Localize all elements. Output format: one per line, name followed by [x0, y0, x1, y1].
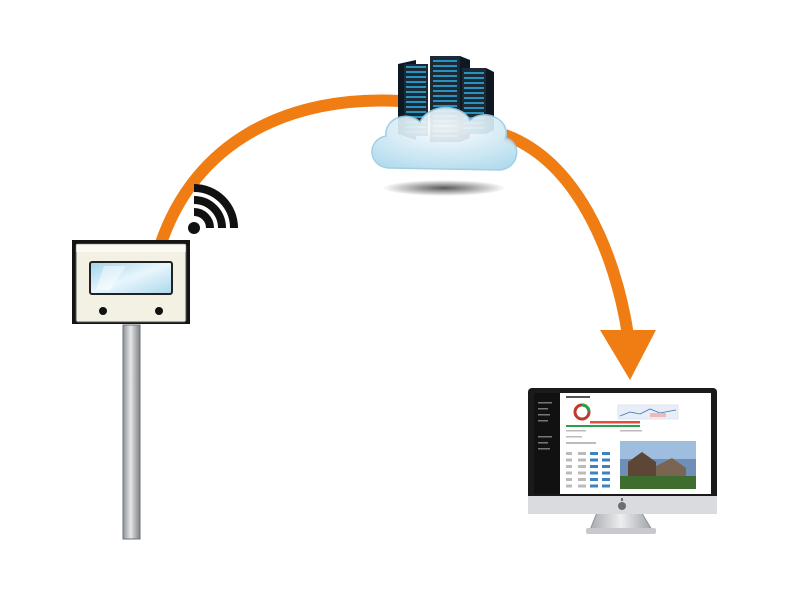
arrow-sensor-to-server — [154, 94, 401, 248]
wifi-signal-icon — [188, 184, 238, 234]
sensor-display — [89, 261, 173, 295]
cloud-shape — [371, 106, 518, 171]
dashboard-table — [566, 452, 610, 488]
cloud-shadow — [382, 180, 506, 196]
sensor-button-left — [99, 307, 107, 315]
cloud-server-icon — [371, 56, 518, 196]
sensor-device-icon — [72, 240, 190, 324]
desktop-monitor-icon — [528, 388, 717, 534]
sensor-pole — [122, 324, 141, 540]
arrow-server-to-monitor — [502, 129, 634, 336]
dashboard-graph — [617, 404, 679, 420]
sensor-button-right — [155, 307, 163, 315]
arrow-head-icon — [600, 330, 656, 380]
apple-logo-icon — [618, 498, 626, 510]
